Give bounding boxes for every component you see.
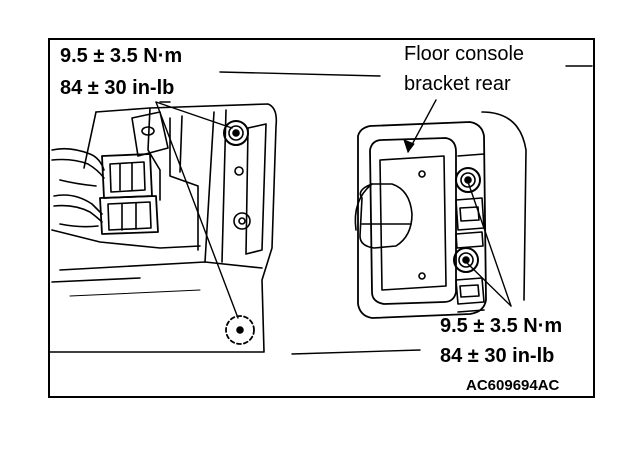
right-assembly [354,111,527,319]
torque-left-inlb: 84 ± 30 in-lb [60,77,175,99]
part-label-line2: bracket rear [404,73,511,95]
part-label-line1: Floor console [404,43,525,65]
torque-left-nm: 9.5 ± 3.5 N·m [60,45,183,67]
diagram-frame [48,38,595,398]
left-torque-leaders [155,71,381,319]
torque-right-nm: 9.5 ± 3.5 N·m [440,315,563,337]
figure-code: AC609694AC [466,377,560,394]
left-assembly [49,103,278,353]
torque-right-inlb: 84 ± 30 in-lb [440,345,555,367]
leader-arrowhead [403,139,415,153]
right-leaders [291,65,593,355]
